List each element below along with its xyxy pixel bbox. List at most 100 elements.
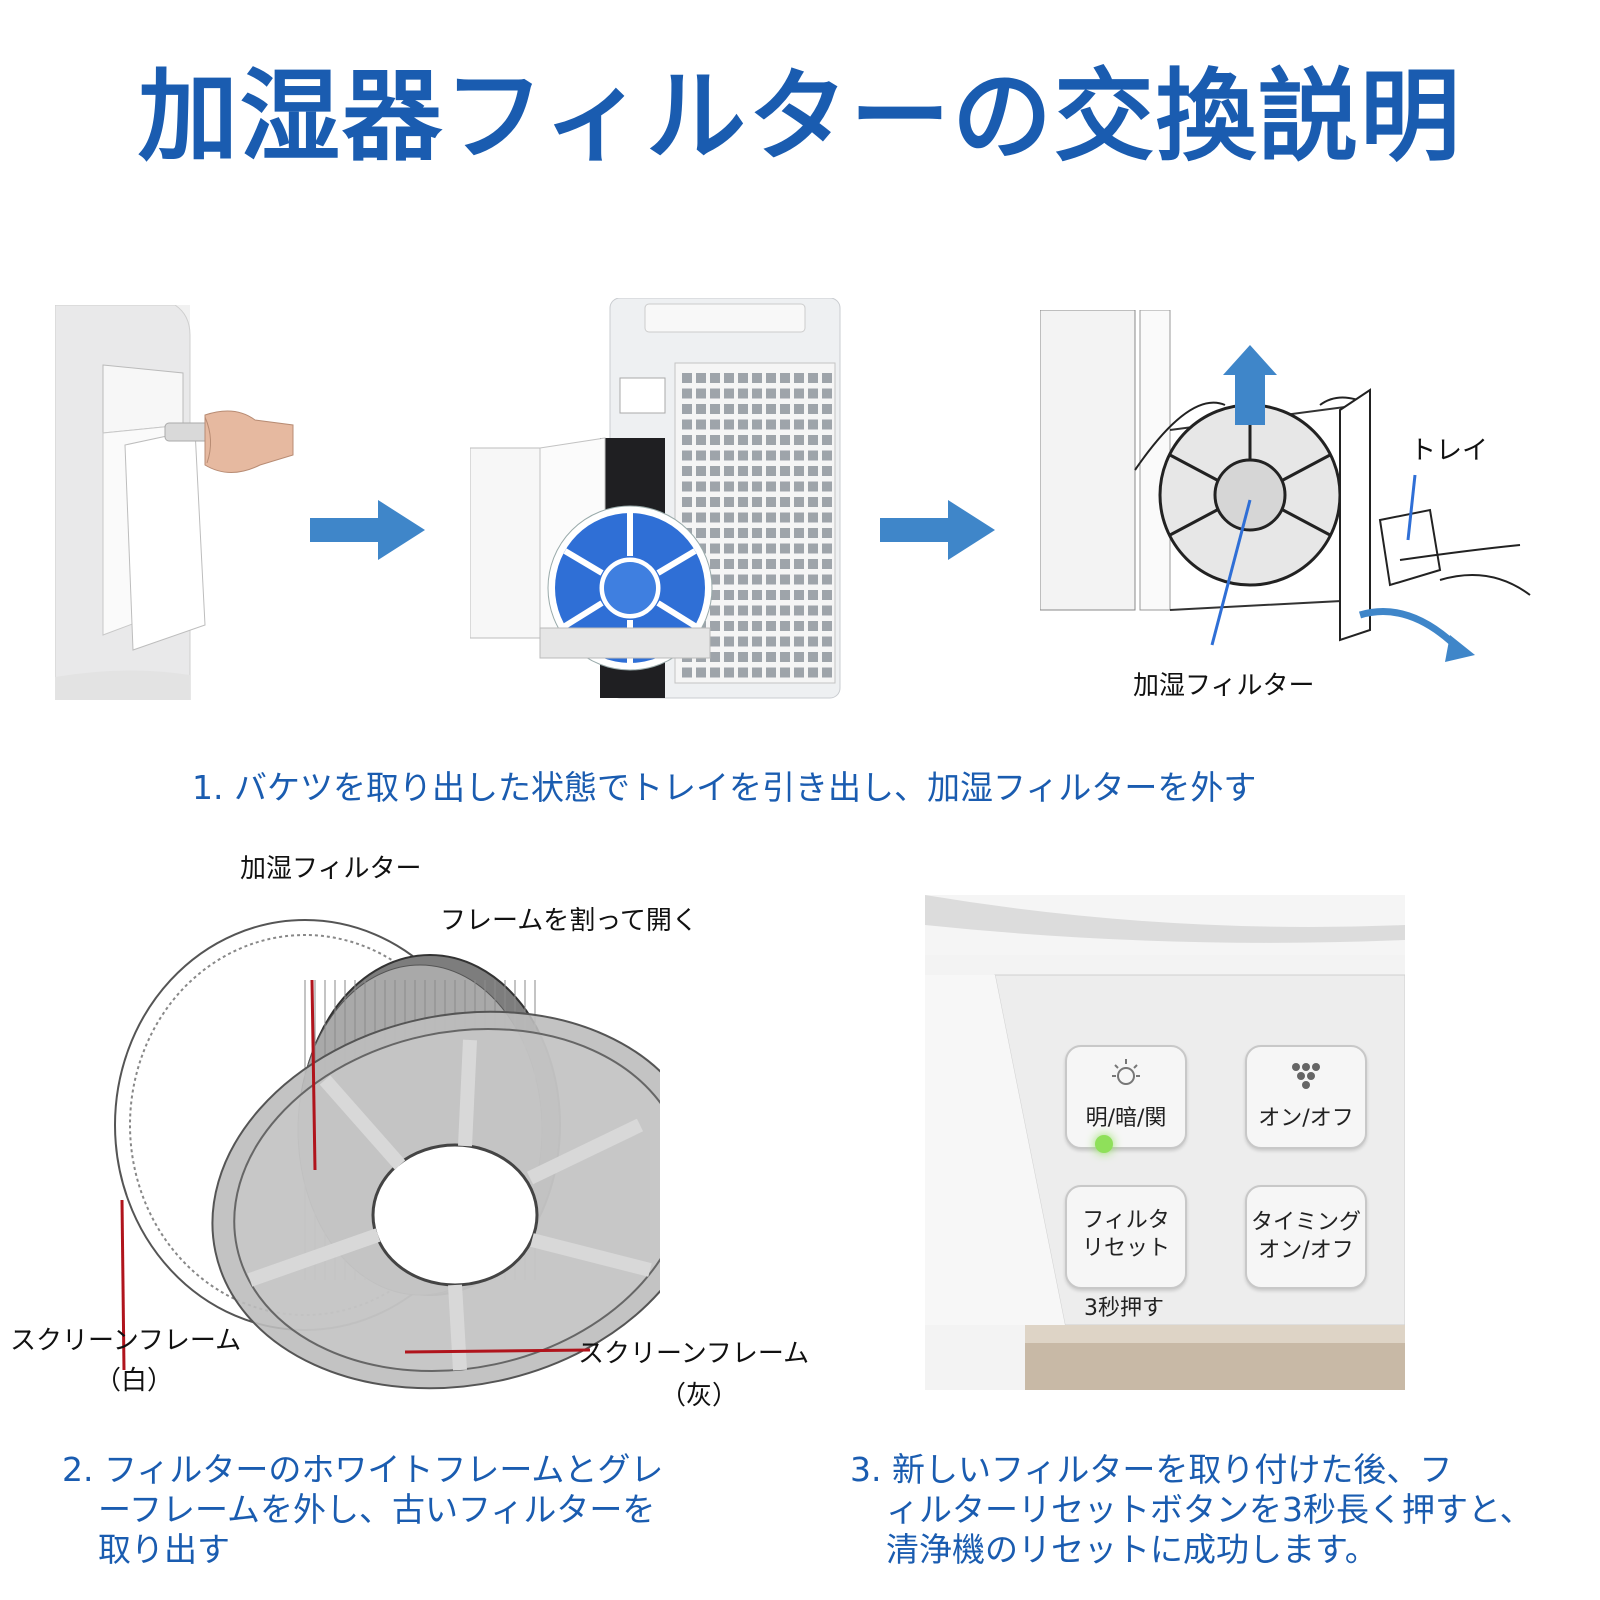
vent-slot bbox=[738, 652, 748, 662]
label-humidifier-filter: 加湿フィルター bbox=[1133, 671, 1315, 701]
vent-slot bbox=[780, 667, 790, 678]
page-title: 加湿器フィルターの交換説明 bbox=[138, 58, 1462, 175]
vent-slot bbox=[794, 574, 804, 585]
vent-slot bbox=[780, 388, 790, 399]
vent-slot bbox=[766, 512, 776, 523]
vent-slot bbox=[696, 373, 706, 383]
vent-slot bbox=[710, 574, 720, 585]
vent-slot bbox=[696, 667, 706, 678]
vent-slot bbox=[682, 388, 692, 399]
vent-slot bbox=[780, 543, 790, 554]
vent-slot bbox=[724, 543, 734, 554]
timer-toggle-button[interactable]: タイミング オン/オフ bbox=[1245, 1185, 1367, 1289]
vent-slot bbox=[710, 559, 720, 569]
vent-slot bbox=[724, 481, 734, 492]
step2-caption-line3: 取り出す bbox=[98, 1530, 230, 1569]
vent-slot bbox=[766, 605, 776, 616]
vent-slot bbox=[794, 466, 804, 476]
step1-filter-removal-image bbox=[1040, 310, 1531, 662]
vent-slot bbox=[780, 450, 790, 461]
vent-slot bbox=[822, 497, 832, 507]
vent-slot bbox=[794, 388, 804, 399]
vent-slot bbox=[794, 450, 804, 461]
step2-caption: 2. フィルターのホワイトフレームとグレ ーフレームを外し、古いフィルターを 取… bbox=[62, 1450, 663, 1570]
ion-toggle-button[interactable]: オン/オフ bbox=[1245, 1045, 1367, 1149]
filter-reset-label-line1: フィルタ bbox=[1082, 1208, 1170, 1233]
vent-slot bbox=[738, 466, 748, 476]
step3-caption: 3. 新しいフィルターを取り付けた後、フ ィルターリセットボタンを3秒長く押すと… bbox=[850, 1450, 1533, 1570]
label-filter: 加湿フィルター bbox=[240, 854, 422, 884]
vent-slot bbox=[780, 466, 790, 476]
vent-slot bbox=[710, 621, 720, 631]
vent-slot bbox=[794, 543, 804, 554]
ion-toggle-button-label: オン/オフ bbox=[1258, 1106, 1354, 1131]
vent-slot bbox=[752, 528, 762, 538]
vent-slot bbox=[710, 388, 720, 399]
brightness-button[interactable]: 明/暗/関 bbox=[1065, 1045, 1187, 1149]
vent-slot bbox=[822, 373, 832, 383]
vent-slot bbox=[710, 590, 720, 600]
vent-slot bbox=[724, 667, 734, 678]
vent-slot bbox=[710, 512, 720, 523]
vent-slot bbox=[682, 497, 692, 507]
step1-caption: 1. バケツを取り出した状態でトレイを引き出し、加湿フィルターを外す bbox=[192, 768, 1257, 807]
vent-slot bbox=[808, 605, 818, 616]
vent-slot bbox=[822, 621, 832, 631]
vent-slot bbox=[808, 450, 818, 461]
vent-slot bbox=[822, 466, 832, 476]
vent-slot bbox=[808, 373, 818, 383]
vent-slot bbox=[766, 652, 776, 662]
vent-slot bbox=[752, 450, 762, 461]
vent-slot bbox=[794, 512, 804, 523]
step3-caption-line3: 清浄機のリセットに成功します。 bbox=[886, 1530, 1378, 1569]
vent-slot bbox=[822, 404, 832, 414]
vent-slot bbox=[808, 466, 818, 476]
vent-slot bbox=[822, 667, 832, 678]
vent-slot bbox=[738, 512, 748, 523]
vent-slot bbox=[794, 497, 804, 507]
filter-reset-button[interactable]: フィルタ リセット bbox=[1065, 1185, 1187, 1289]
vent-slot bbox=[808, 543, 818, 554]
vent-slot bbox=[682, 404, 692, 414]
vent-slot bbox=[752, 512, 762, 523]
vent-slot bbox=[766, 590, 776, 600]
ion-cluster-icon bbox=[1292, 1063, 1320, 1089]
vent-slot bbox=[794, 373, 804, 383]
vent-slot bbox=[682, 450, 692, 461]
vent-slot bbox=[752, 667, 762, 678]
vent-slot bbox=[696, 435, 706, 445]
vent-slot bbox=[808, 652, 818, 662]
vent-slot bbox=[696, 466, 706, 476]
filter-reset-label-line2: リセット bbox=[1081, 1236, 1170, 1261]
step2-caption-line1: 2. フィルターのホワイトフレームとグレ bbox=[62, 1450, 664, 1489]
vent-slot bbox=[780, 404, 790, 414]
vent-slot bbox=[822, 636, 832, 647]
vent-slot bbox=[780, 574, 790, 585]
vent-slot bbox=[682, 481, 692, 492]
vent-slot bbox=[752, 481, 762, 492]
vent-slot bbox=[710, 528, 720, 538]
step2-filter-frames-image bbox=[114, 919, 660, 1390]
vent-slot bbox=[682, 667, 692, 678]
vent-slot bbox=[794, 667, 804, 678]
vent-slot bbox=[780, 590, 790, 600]
vent-slot bbox=[808, 574, 818, 585]
vent-slot bbox=[738, 481, 748, 492]
vent-slot bbox=[808, 667, 818, 678]
vent-slot bbox=[780, 481, 790, 492]
vent-slot bbox=[738, 605, 748, 616]
vent-slot bbox=[808, 528, 818, 538]
vent-slot bbox=[822, 481, 832, 492]
vent-slot bbox=[780, 559, 790, 569]
vent-slot bbox=[752, 621, 762, 631]
label-white-paren: （白） bbox=[95, 1366, 174, 1396]
step1-door-image bbox=[55, 305, 294, 700]
vent-slot bbox=[738, 574, 748, 585]
vent-slot bbox=[766, 388, 776, 399]
vent-slot bbox=[710, 450, 720, 461]
vent-slot bbox=[724, 528, 734, 538]
vent-slot bbox=[780, 497, 790, 507]
arrow-right-icon bbox=[880, 500, 995, 560]
vent-slot bbox=[794, 559, 804, 569]
vent-slot bbox=[794, 652, 804, 662]
